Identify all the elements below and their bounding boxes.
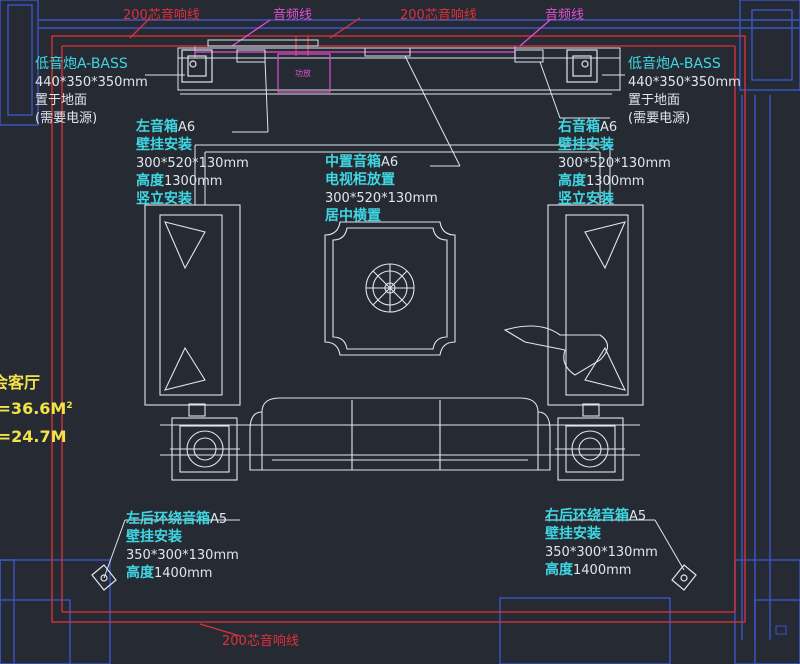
surround-right-mount: 壁挂安装 [545,525,602,542]
center-rug [324,221,456,356]
sofa [160,397,640,471]
speaker-left-orientation: 竖立安装 [136,190,193,207]
left-side-table [170,417,240,481]
subwoofer-left-size: 440*350*350mm [35,75,148,90]
speaker-center-orientation: 居中横置 [325,207,381,224]
speaker-right-size: 300*520*130mm [558,156,671,171]
leader-lines [103,55,685,579]
tv-wall-frame [194,144,611,205]
room-perimeter: C=24.7M [0,427,67,446]
subwoofer-right-place: 置于地面 [628,93,680,108]
wire-label-audio-top-left: 音频线 [273,7,312,23]
surround-right-height: 高度1400mm [545,561,631,578]
subwoofer-right-name: 低音炮A-BASS [628,55,721,72]
corner-marker [775,625,787,635]
amplifier-box [277,53,331,93]
tv-cabinet [177,39,621,95]
amplifier-label: 功放 [295,68,311,78]
left-armchair [144,204,241,417]
subwoofer-left-name: 低音炮A-BASS [35,55,128,72]
subwoofer-left-place: 置于地面 [35,93,87,108]
surround-left-icon [91,564,117,591]
surround-right-size: 350*300*130mm [545,545,658,560]
speaker-center-size: 300*520*130mm [325,191,438,206]
speaker-left-mount: 壁挂安装 [136,136,193,153]
subwoofer-right-size: 440*350*350mm [628,75,741,90]
speaker-cable [51,17,746,637]
room-area: S=36.6M2 [0,399,73,418]
speaker-left-height: 高度1300mm [136,172,222,189]
right-side-table [555,417,625,481]
audio-cable [194,19,551,58]
surround-left-name: 左后环绕音箱A5 [125,510,227,527]
speaker-right-height: 高度1300mm [558,172,644,189]
speaker-right-mount: 壁挂安装 [558,136,615,153]
surround-left-size: 350*300*130mm [126,548,239,563]
subwoofer-left-power: (需要电源) [35,111,97,126]
speaker-right-name: 右音箱A6 [557,118,617,135]
surround-right-name: 右后环绕音箱A5 [544,507,646,524]
wire-label-cable-bottom: 200芯音响线 [222,633,299,649]
subwoofer-right-power: (需要电源) [628,111,690,126]
speaker-left-name: 左音箱A6 [135,118,195,135]
speaker-center-name: 中置音箱A6 [325,153,398,170]
wire-label-cable-top-left: 200芯音响线 [123,7,200,23]
wire-label-cable-top-right: 200芯音响线 [400,7,477,23]
surround-left-height: 高度1400mm [126,564,212,581]
speaker-left-size: 300*520*130mm [136,156,249,171]
subwoofer-right-icon [566,49,598,83]
room-name: 会客厅 [0,373,40,392]
wire-label-audio-top-right: 音频线 [545,7,584,23]
right-armchair [503,204,644,417]
surround-right-icon [671,564,697,591]
speaker-center-place: 电视柜放置 [325,171,395,188]
surround-left-mount: 壁挂安装 [126,528,183,545]
speaker-right-orientation: 竖立安装 [558,190,615,207]
subwoofer-left-icon [181,49,213,83]
